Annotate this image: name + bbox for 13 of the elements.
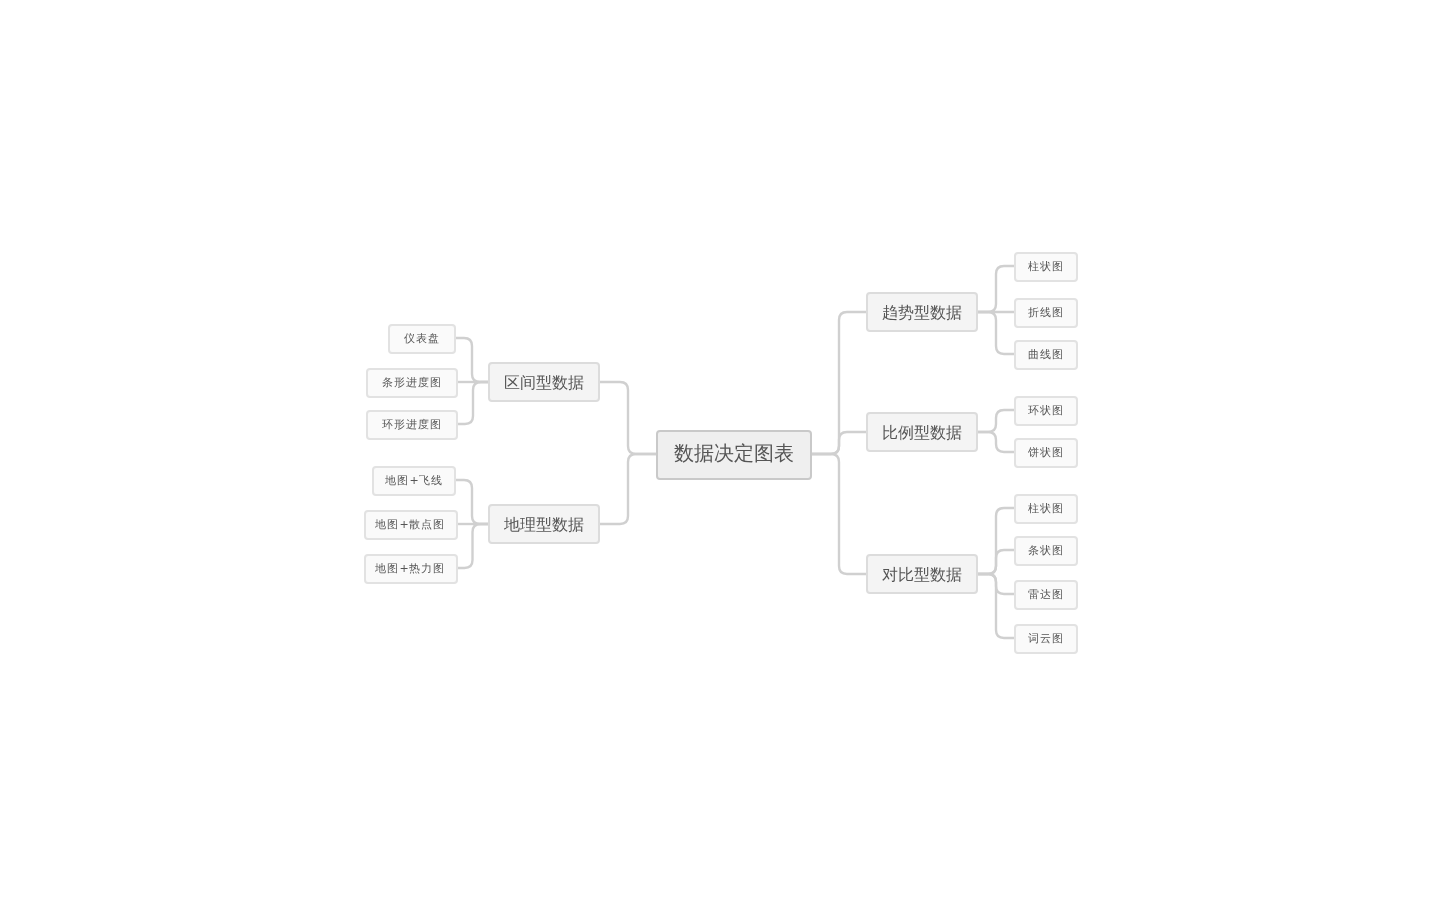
connector-line (978, 572, 1014, 640)
connector-line (812, 452, 866, 576)
connector-line (978, 310, 1014, 356)
category-box: 趋势型数据 (866, 292, 978, 332)
root-topic-box: 数据决定图表 (656, 429, 812, 479)
connector-line (600, 452, 656, 526)
category-box: 对比型数据 (866, 554, 978, 594)
connector-line (457, 522, 488, 570)
category-box: 区间型数据 (488, 362, 600, 402)
connector-line (978, 430, 1014, 454)
category-box: 地理型数据 (488, 504, 600, 544)
category-box: 比例型数据 (866, 412, 978, 452)
connector-line (458, 380, 488, 426)
